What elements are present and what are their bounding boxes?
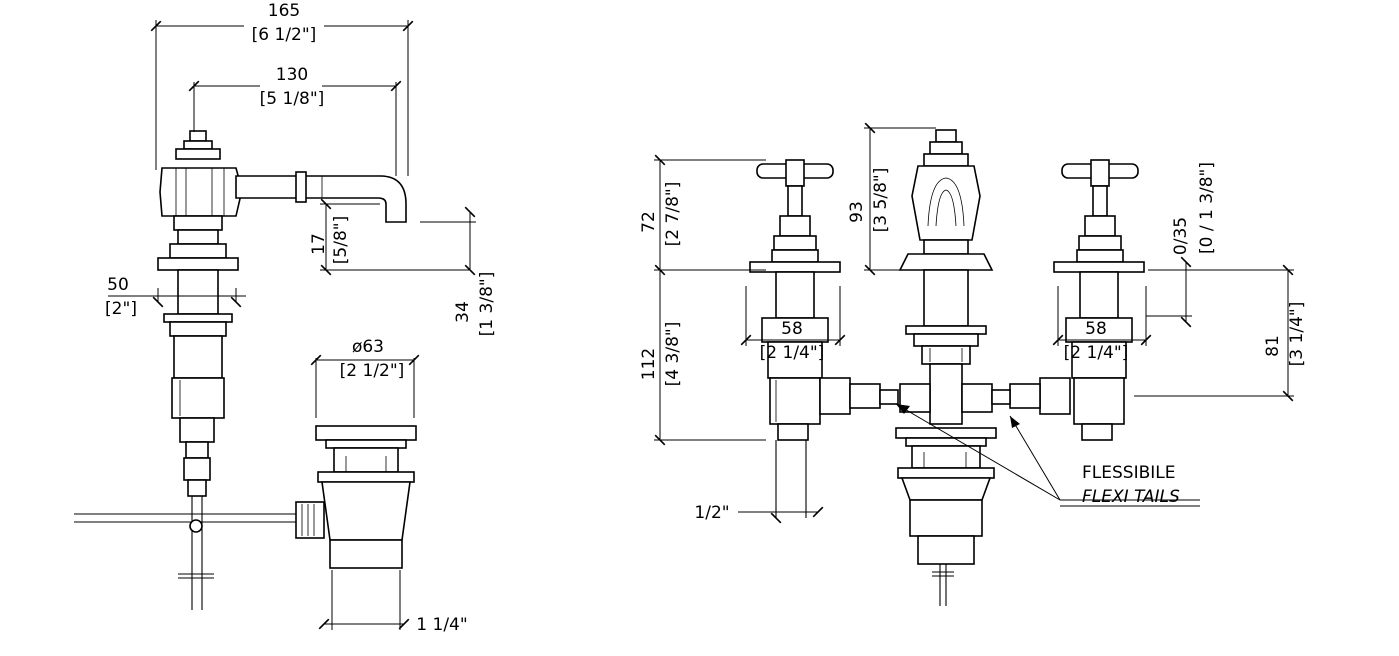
- dim-spout-reach-mm: 130: [276, 65, 308, 85]
- note-flexi-en: FLEXI TAILS: [1082, 487, 1180, 507]
- dim-spout-height-mm: 17: [309, 233, 329, 255]
- dim-base-in: [2"]: [105, 299, 137, 319]
- dim-outlet-height-mm: 34: [453, 301, 473, 323]
- dim-nut-right-mm: 58: [1085, 319, 1107, 339]
- dim-handle-height-in: [2 7/8"]: [663, 182, 683, 247]
- dim-nut-left-mm: 58: [781, 319, 803, 339]
- dim-handle-height-mm: 72: [639, 211, 659, 233]
- dim-base-mm: 50: [107, 275, 129, 295]
- dim-side-width-mm: 165: [268, 1, 300, 21]
- front-view-dimensions: [654, 122, 1294, 524]
- dim-spout-top-in: [3 5/8"]: [871, 168, 891, 233]
- dim-inlet-thread: 1/2": [694, 503, 729, 523]
- dim-waste-dia-in: [2 1/2"]: [340, 361, 405, 381]
- dim-waste-thread: 1 1/4": [416, 615, 467, 635]
- dim-shank-length-mm: 112: [639, 348, 659, 380]
- dim-nut-right-in: [2 1/4"]: [1064, 343, 1129, 363]
- dim-outlet-height-in: [1 3/8"]: [477, 272, 497, 337]
- note-flexi-it: FLESSIBILE: [1082, 463, 1175, 483]
- dim-connection-height-mm: 81: [1263, 335, 1283, 357]
- side-view-dimensions: [108, 20, 476, 630]
- dim-side-width-in: [6 1/2"]: [252, 25, 317, 45]
- side-view-tap: [74, 130, 417, 610]
- dim-deck-range-in: [0 / 1 3/8"]: [1197, 162, 1217, 254]
- dim-shank-length-in: [4 3/8"]: [663, 322, 683, 387]
- dim-spout-reach-in: [5 1/8"]: [260, 89, 325, 109]
- front-view-tap: [749, 129, 1145, 606]
- dim-deck-range-mm: 0/35: [1171, 217, 1191, 255]
- dim-spout-top-mm: 93: [847, 201, 867, 223]
- dim-waste-dia-mm: ø63: [352, 337, 384, 357]
- dim-connection-height-in: [3 1/4"]: [1287, 302, 1307, 367]
- dim-nut-left-in: [2 1/4"]: [760, 343, 825, 363]
- dim-spout-height-in: [5/8"]: [331, 216, 351, 264]
